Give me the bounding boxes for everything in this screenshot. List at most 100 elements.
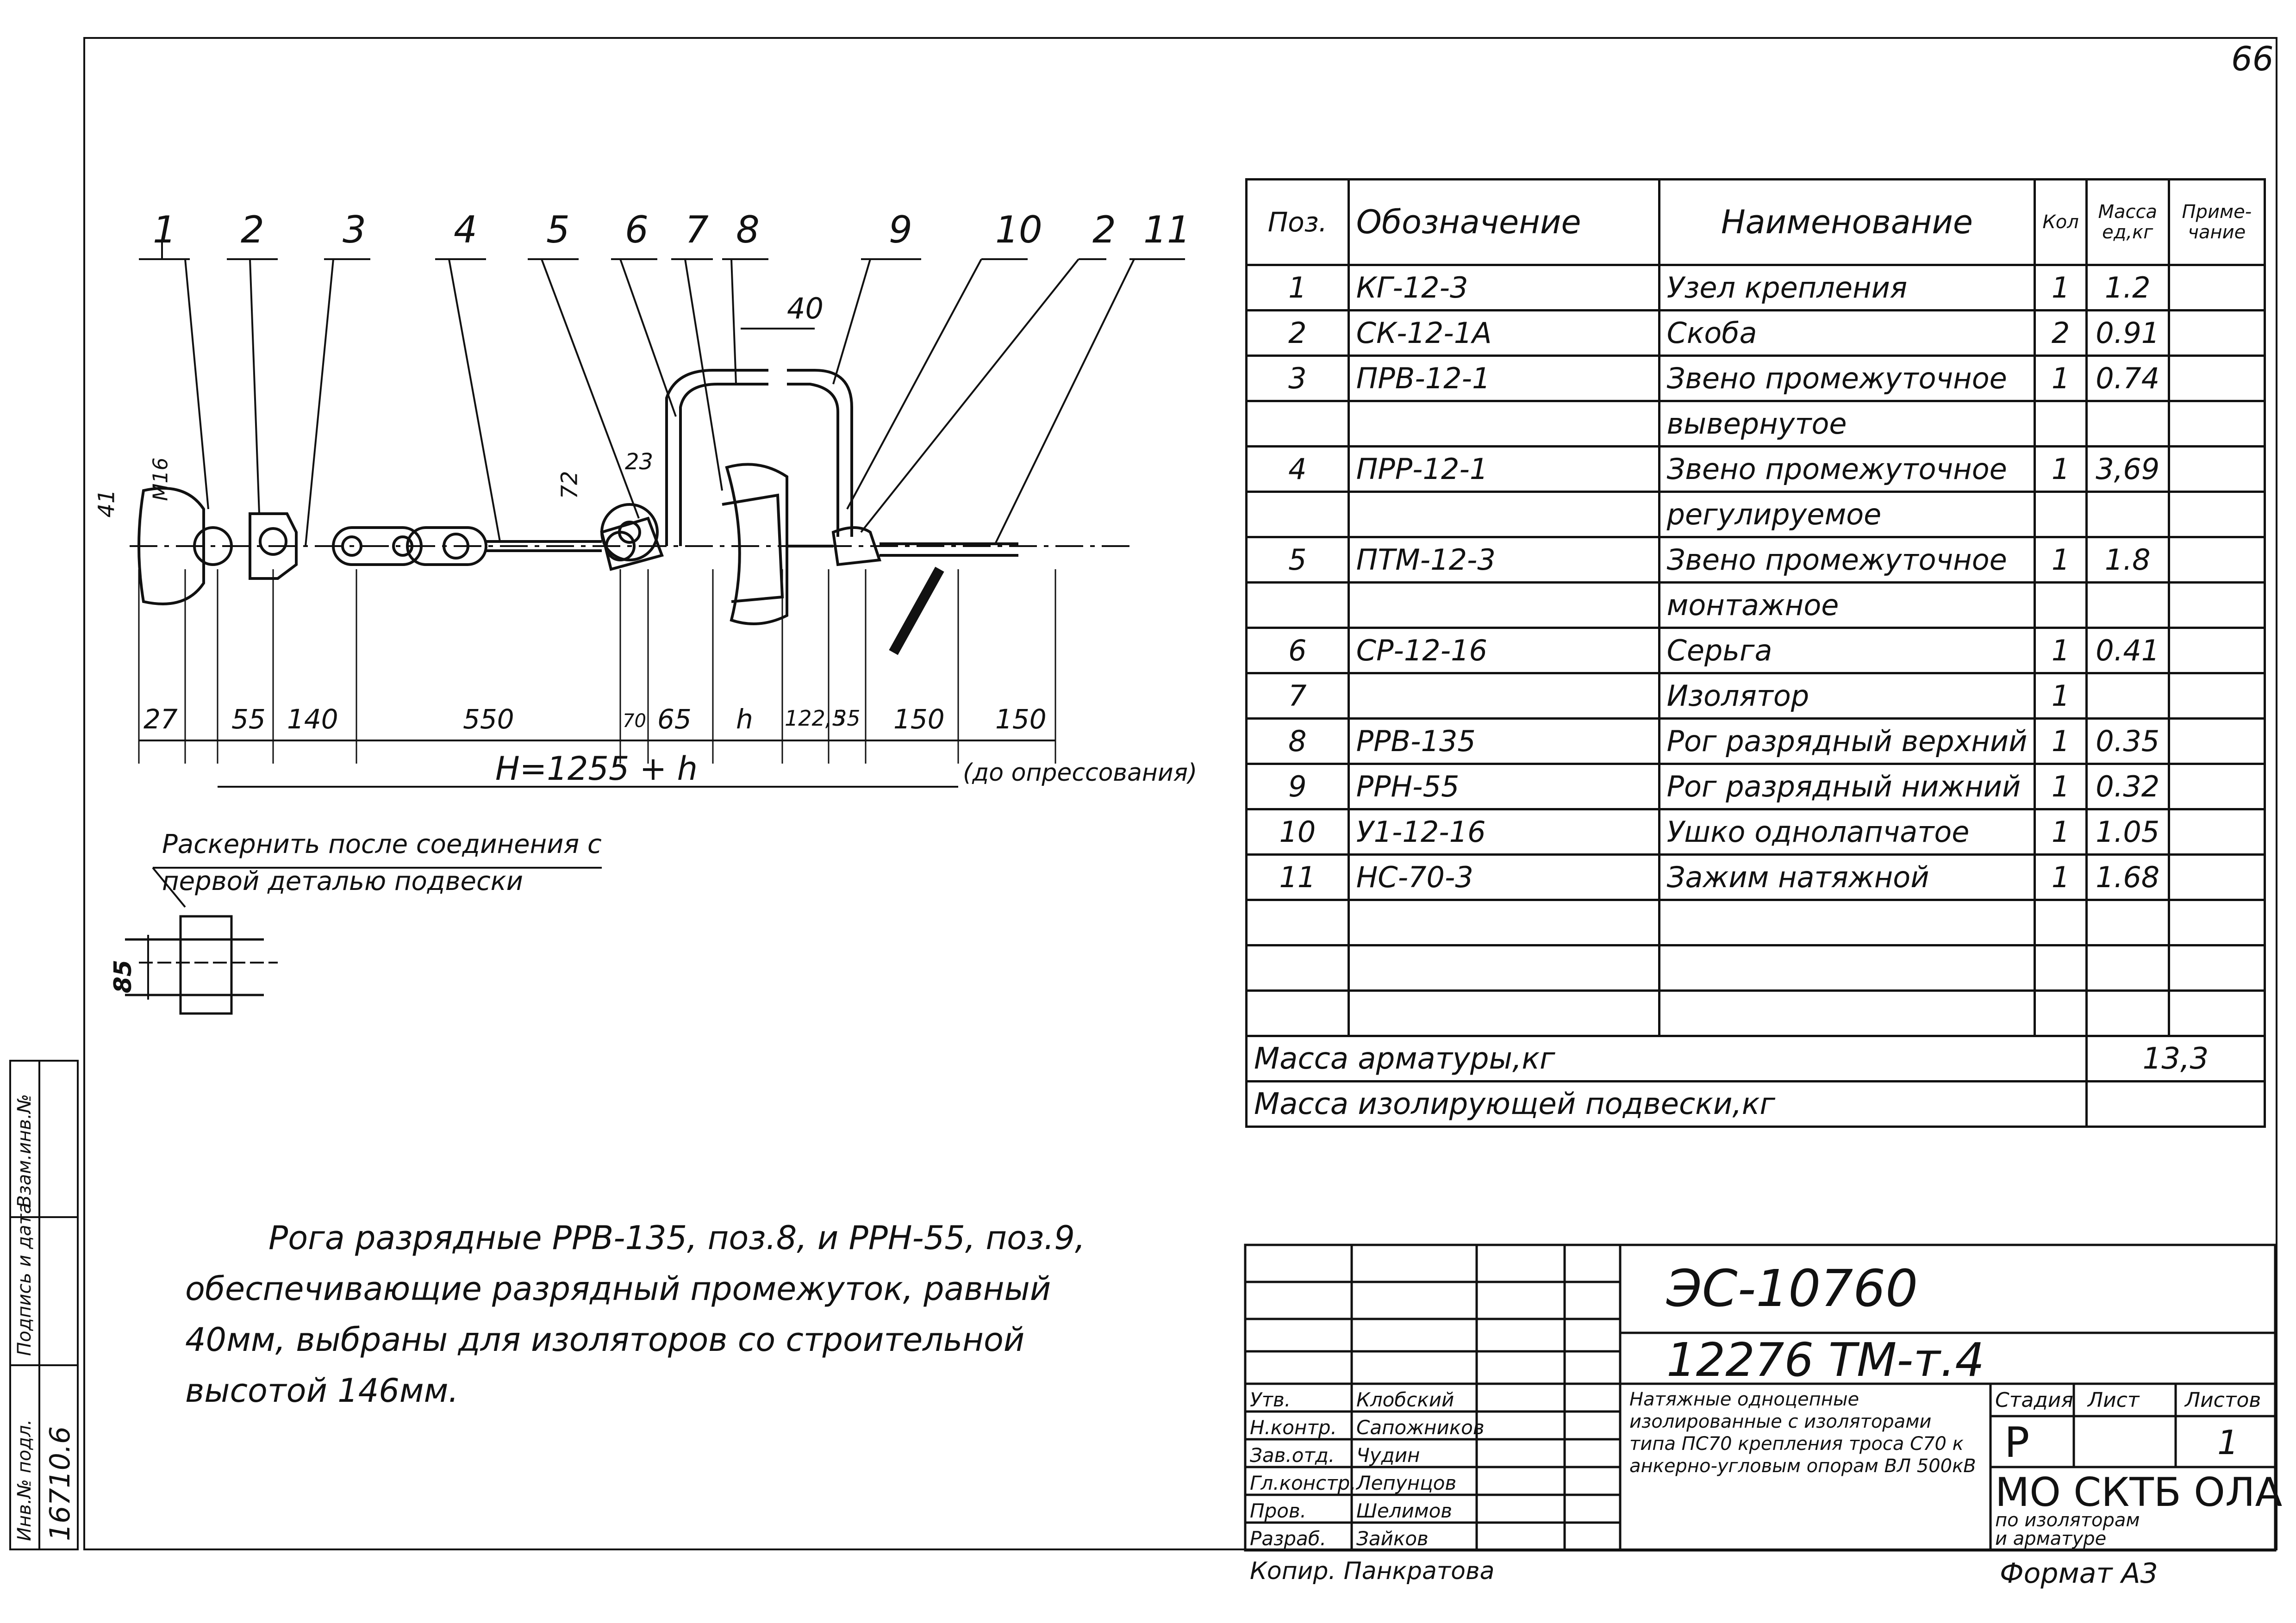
cell-designation: [1347, 944, 1660, 992]
callout-11: 11: [1143, 208, 1191, 251]
table-header-row: Поз. Обозначение Наименование Кол Масса …: [1245, 178, 2266, 266]
cell-pos: 8: [1245, 717, 1350, 765]
mass-insulating-row: Масса изолирующей подвески,кг: [1245, 1080, 2266, 1128]
cell-mass: [2085, 672, 2170, 720]
specification-table: Поз. Обозначение Наименование Кол Масса …: [1245, 178, 2266, 1128]
dim-55: 55: [231, 703, 266, 735]
horn-note-line2: обеспечивающие разрядный промежуток, рав…: [185, 1270, 1051, 1308]
organization-subtitle: по изоляторам и арматуре: [1995, 1511, 2140, 1548]
dim-140: 140: [287, 703, 338, 735]
cell-pos: [1245, 989, 1350, 1037]
mass-insulating-label: Масса изолирующей подвески,кг: [1245, 1080, 2088, 1128]
mass-fittings-label: Масса арматуры,кг: [1245, 1035, 2088, 1082]
cell-qty: 2: [2034, 309, 2088, 357]
rivet-note: Раскернить после соединения с первой дет…: [162, 826, 602, 900]
cell-pos: [1245, 944, 1350, 992]
cell-qty: 1: [2034, 264, 2088, 311]
cell-qty: 1: [2034, 536, 2088, 584]
role-2: Н.контр.: [1250, 1416, 1337, 1439]
cell-mass: [2085, 491, 2170, 538]
cell-qty: [2034, 944, 2088, 992]
document-code-2: 12276 ТМ-т.4: [1666, 1333, 1985, 1387]
header-pos: Поз.: [1245, 178, 1350, 266]
name-5: Шелимов: [1356, 1499, 1453, 1522]
cell-note: [2167, 763, 2266, 810]
replace-inv-label: Взам.инв.№: [14, 1094, 35, 1208]
role-1: Утв.: [1250, 1388, 1291, 1411]
cell-designation: [1347, 989, 1660, 1037]
cell-name: монтажное: [1658, 581, 2036, 629]
dim-23: 23: [625, 449, 654, 475]
mass-fittings-row: Масса арматуры,кг 13,3: [1245, 1035, 2266, 1082]
cell-name: Серьга: [1658, 627, 2036, 674]
cell-mass: 0.32: [2085, 763, 2170, 810]
name-column: Клобский Сапожников Чудин Лепунцов Шелим…: [1356, 1386, 1485, 1553]
header-mass: Масса ед,кг: [2085, 178, 2170, 266]
dim-35: 35: [833, 706, 861, 731]
cell-mass: 0.74: [2085, 354, 2170, 402]
cell-mass: 1.68: [2085, 853, 2170, 901]
cell-pos: 4: [1245, 445, 1350, 493]
table-row: вывернутое: [1245, 400, 2266, 448]
table-row: [1245, 944, 2266, 992]
sheet-label: Лист: [2088, 1388, 2140, 1412]
role-3: Зав.отд.: [1250, 1444, 1335, 1467]
name-6: Зайков: [1356, 1527, 1429, 1550]
cell-pos: [1245, 491, 1350, 538]
cell-note: [2167, 989, 2266, 1037]
copied-by: Копир. Панкратова: [1250, 1557, 1495, 1585]
cell-name: Зажим натяжной: [1658, 853, 2036, 901]
cell-mass: [2085, 400, 2170, 448]
callout-9: 9: [889, 208, 912, 251]
cell-qty: [2034, 899, 2088, 946]
cell-designation: СР-12-16: [1347, 627, 1660, 674]
cell-designation: [1347, 400, 1660, 448]
dim-65: 65: [657, 703, 692, 735]
cell-pos: 5: [1245, 536, 1350, 584]
dim-150-b: 150: [995, 703, 1047, 735]
cell-mass: 3,69: [2085, 445, 2170, 493]
cell-designation: ПРР-12-1: [1347, 445, 1660, 493]
cell-designation: РРН-55: [1347, 763, 1660, 810]
cell-pos: [1245, 400, 1350, 448]
cell-mass: 0.91: [2085, 309, 2170, 357]
cell-designation: [1347, 581, 1660, 629]
cell-pos: 1: [1245, 264, 1350, 311]
organization-subtitle-1: по изоляторам: [1995, 1510, 2140, 1531]
dim-150-a: 150: [893, 703, 945, 735]
cell-name: [1658, 989, 2036, 1037]
cell-mass: [2085, 944, 2170, 992]
cell-note: [2167, 853, 2266, 901]
side-strip: [9, 1060, 79, 1550]
dim-550: 550: [463, 703, 514, 735]
dim-70: 70: [623, 710, 646, 732]
cell-note: [2167, 309, 2266, 357]
cell-pos: 3: [1245, 354, 1350, 402]
rivet-note-line1: Раскернить после соединения с: [162, 829, 602, 859]
document-code-1: ЭС-10760: [1666, 1259, 1918, 1318]
role-column: Утв. Н.контр. Зав.отд. Гл.констр. Пров. …: [1250, 1386, 1356, 1553]
callout-1: 1: [153, 208, 176, 251]
cell-mass: 0.35: [2085, 717, 2170, 765]
cell-qty: 1: [2034, 808, 2088, 856]
cell-designation: ПТМ-12-3: [1347, 536, 1660, 584]
dim-122-5: 122,5: [785, 706, 846, 731]
sign-date-label: Подпись и дата: [14, 1202, 35, 1356]
inv-value: 16710.6: [44, 1426, 76, 1541]
horn-note-line3: 40мм, выбраны для изоляторов со строител…: [185, 1321, 1025, 1359]
cell-pos: 9: [1245, 763, 1350, 810]
cell-qty: [2034, 989, 2088, 1037]
cell-name: вывернутое: [1658, 400, 2036, 448]
callout-3: 3: [343, 208, 366, 251]
cell-note: [2167, 491, 2266, 538]
callout-4: 4: [454, 208, 477, 251]
document-description: Натяжные одноцепные изолированные с изол…: [1629, 1389, 1976, 1477]
callout-2: 2: [241, 208, 264, 251]
dim-gap-40: 40: [787, 292, 824, 325]
header-qty: Кол: [2034, 178, 2088, 266]
cell-designation: НС-70-3: [1347, 853, 1660, 901]
inv-label: Инв.№ подл.: [14, 1419, 35, 1541]
